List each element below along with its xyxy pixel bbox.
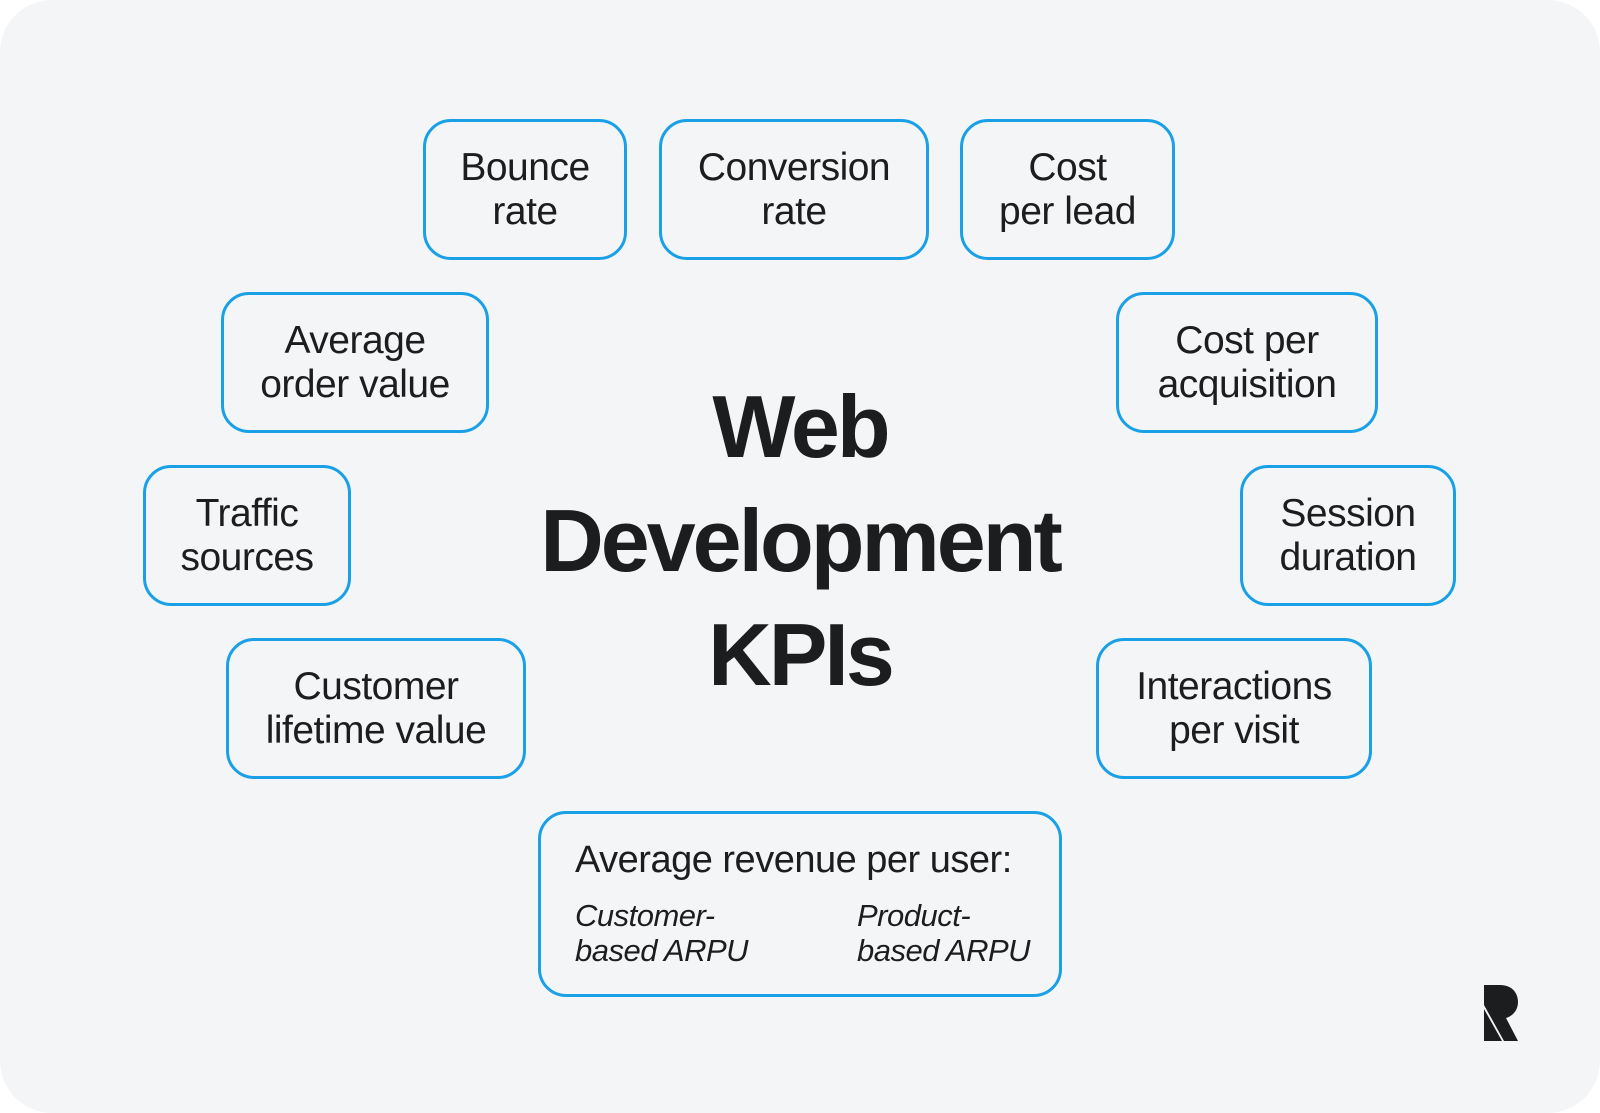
kpi-traffic-sources: Traffic sources — [143, 465, 351, 606]
title-line2: Development — [540, 491, 1063, 590]
arpu-customer-based: Customer- based ARPU — [575, 898, 749, 968]
arpu-product-based: Product- based ARPU — [857, 898, 1031, 968]
kpi-average-revenue-per-user: Average revenue per user: Customer- base… — [538, 811, 1062, 997]
title-line1: Web — [712, 377, 890, 476]
kpi-cost-per-acquisition: Cost per acquisition — [1116, 292, 1378, 433]
kpi-label-line1: Cost — [1028, 145, 1107, 189]
kpi-conversion-rate: Conversion rate — [659, 119, 929, 260]
kpi-label-line1: Bounce — [460, 145, 590, 189]
kpi-label-line1: Cost per — [1175, 318, 1319, 362]
kpi-label-line2: per lead — [999, 189, 1136, 233]
kpi-average-order-value: Average order value — [221, 292, 489, 433]
kpi-customer-lifetime-value: Customer lifetime value — [226, 638, 526, 779]
kpi-label-line2: acquisition — [1157, 362, 1337, 406]
kpi-label-line2: order value — [260, 362, 450, 406]
kpi-cost-per-lead: Cost per lead — [960, 119, 1175, 260]
kpi-label-line2: duration — [1279, 535, 1417, 579]
kpi-label-line2: per visit — [1169, 708, 1299, 752]
title-line3: KPIs — [708, 605, 895, 704]
kpi-label-line2: lifetime value — [265, 708, 487, 752]
kpi-label-line2: rate — [761, 189, 827, 233]
kpi-label-line2: sources — [180, 535, 314, 579]
kpi-label-line1: Interactions — [1136, 664, 1332, 708]
kpi-session-duration: Session duration — [1240, 465, 1456, 606]
brand-r-logo-icon — [1484, 985, 1518, 1041]
kpi-label-line1: Session — [1280, 491, 1416, 535]
kpi-label-line1: Traffic — [195, 491, 299, 535]
kpi-label-line2: rate — [492, 189, 558, 233]
arpu-customer-line1: Customer- — [575, 898, 715, 933]
kpi-interactions-per-visit: Interactions per visit — [1096, 638, 1372, 779]
arpu-title: Average revenue per user: — [575, 839, 1012, 881]
arpu-product-line1: Product- — [857, 898, 971, 933]
arpu-customer-line2: based ARPU — [575, 933, 749, 968]
arpu-product-line2: based ARPU — [857, 933, 1031, 968]
kpi-label-line1: Conversion — [697, 145, 891, 189]
kpi-label-line1: Customer — [293, 664, 459, 708]
page-title: Web Development KPIs — [500, 370, 1100, 712]
kpi-label-line1: Average — [284, 318, 426, 362]
kpi-bounce-rate: Bounce rate — [423, 119, 627, 260]
